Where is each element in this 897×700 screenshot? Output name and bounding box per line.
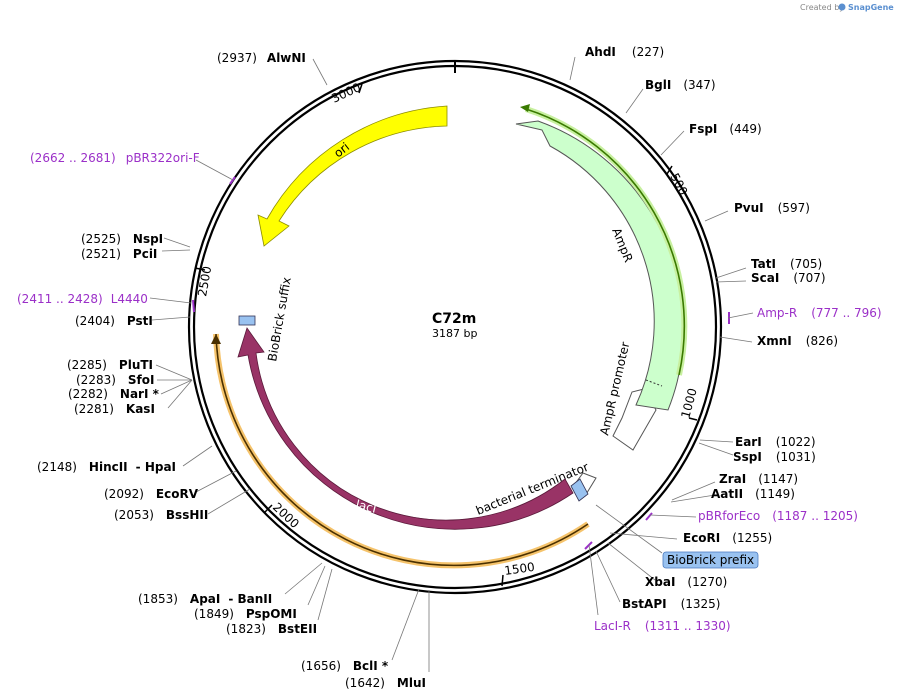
credit-brand: SnapGene bbox=[848, 3, 894, 12]
map-name: C72m bbox=[432, 311, 476, 327]
tick-label-1500: 1500 bbox=[503, 560, 535, 578]
enzyme-ecori[interactable]: EcoRI(1255) bbox=[683, 531, 772, 545]
enzyme-kasi[interactable]: (2281)KasI bbox=[74, 402, 155, 416]
primer-lacir[interactable]: LacI-R(1311 .. 1330) bbox=[594, 619, 731, 633]
ampr-primer-strand bbox=[525, 108, 686, 376]
enzyme-sspi[interactable]: SspI(1031) bbox=[733, 450, 816, 464]
biobrick-prefix-feature[interactable] bbox=[570, 478, 589, 502]
biobrick-suffix-label: BioBrick suffix bbox=[265, 276, 294, 362]
ampr-primer-arrowhead bbox=[520, 104, 530, 112]
enzyme-pspomi[interactable]: (1849)PspOMI bbox=[194, 607, 297, 621]
enzyme-psti[interactable]: (2404)PstI bbox=[75, 314, 153, 328]
laci-primer-strand bbox=[215, 333, 589, 567]
enzyme-xbai[interactable]: XbaI(1270) bbox=[645, 575, 727, 589]
enzyme-nari[interactable]: (2282)NarI * bbox=[68, 387, 160, 401]
enzyme-pvui[interactable]: PvuI(597) bbox=[734, 201, 810, 215]
map-length: 3187 bp bbox=[432, 327, 477, 340]
enzyme-nspi[interactable]: (2525)NspI bbox=[81, 232, 163, 246]
enzyme-bstapi[interactable]: BstAPI(1325) bbox=[622, 597, 720, 611]
laci-primer-highlight bbox=[213, 333, 590, 569]
biobrick-prefix-label: BioBrick prefix bbox=[667, 553, 754, 567]
ori-feature[interactable] bbox=[257, 105, 448, 247]
enzyme-tati[interactable]: TatI(705) bbox=[751, 257, 822, 271]
primer-site-marks bbox=[192, 176, 730, 550]
laci-label: lacI bbox=[354, 497, 378, 516]
enzyme-bgli[interactable]: BglI(347) bbox=[645, 78, 716, 92]
enzyme-bsteii[interactable]: (1823)BstEII bbox=[226, 622, 317, 636]
snapgene-logo-icon bbox=[838, 3, 846, 11]
enzyme-ecorv[interactable]: (2092)EcoRV bbox=[104, 487, 199, 501]
enzyme-scai[interactable]: ScaI(707) bbox=[751, 271, 826, 285]
ampr-feature[interactable] bbox=[515, 120, 685, 411]
primer-l4440[interactable]: (2411 .. 2428)L4440 bbox=[17, 292, 148, 306]
primer-pbr322ori[interactable]: (2662 .. 2681)pBR322ori-F bbox=[30, 151, 200, 165]
enzyme-apai-banii[interactable]: (1853)ApaI- BanII bbox=[138, 592, 272, 606]
biobrick-suffix-feature[interactable] bbox=[238, 315, 256, 326]
primer-ampr[interactable]: Amp-R(777 .. 796) bbox=[757, 306, 882, 320]
enzyme-bsshii[interactable]: (2053)BssHII bbox=[114, 508, 208, 522]
enzyme-zrai[interactable]: ZraI(1147) bbox=[719, 472, 798, 486]
enzyme-xmni[interactable]: XmnI(826) bbox=[757, 334, 838, 348]
tick-marks bbox=[194, 83, 698, 587]
ampr-dashed-divider bbox=[645, 379, 663, 387]
enzyme-fspi[interactable]: FspI(449) bbox=[689, 122, 762, 136]
enzyme-ahdi[interactable]: AhdI(227) bbox=[585, 45, 664, 59]
laci-primer-arrowhead bbox=[211, 334, 221, 344]
ampr-label: AmpR bbox=[609, 226, 635, 264]
credit-text: Created by bbox=[800, 3, 844, 12]
enzyme-aatii[interactable]: AatII(1149) bbox=[711, 487, 795, 501]
enzyme-pcii[interactable]: (2521)PciI bbox=[81, 247, 157, 261]
enzyme-alwni[interactable]: (2937)AlwNI bbox=[217, 51, 306, 65]
primer-pbrforeco[interactable]: pBRforEco(1187 .. 1205) bbox=[698, 509, 858, 523]
enzyme-hincii-hpai[interactable]: (2148)HincII- HpaI bbox=[37, 460, 176, 474]
tick-label-500: 500 bbox=[667, 171, 690, 198]
enzyme-sfoi[interactable]: (2283)SfoI bbox=[76, 373, 154, 387]
enzyme-pluti[interactable]: (2285)PluTI bbox=[67, 358, 153, 372]
enzyme-bcli[interactable]: (1656)BclI * bbox=[301, 659, 389, 673]
biobrick-prefix-box[interactable] bbox=[662, 551, 759, 569]
tick-label-1000: 1000 bbox=[678, 387, 699, 420]
tick-label-2500: 2500 bbox=[195, 265, 214, 298]
laci-feature[interactable] bbox=[237, 327, 574, 530]
leader-lines bbox=[149, 56, 754, 672]
enzyme-eari[interactable]: EarI(1022) bbox=[735, 435, 816, 449]
enzyme-mlui[interactable]: (1642)MluI bbox=[345, 676, 426, 690]
